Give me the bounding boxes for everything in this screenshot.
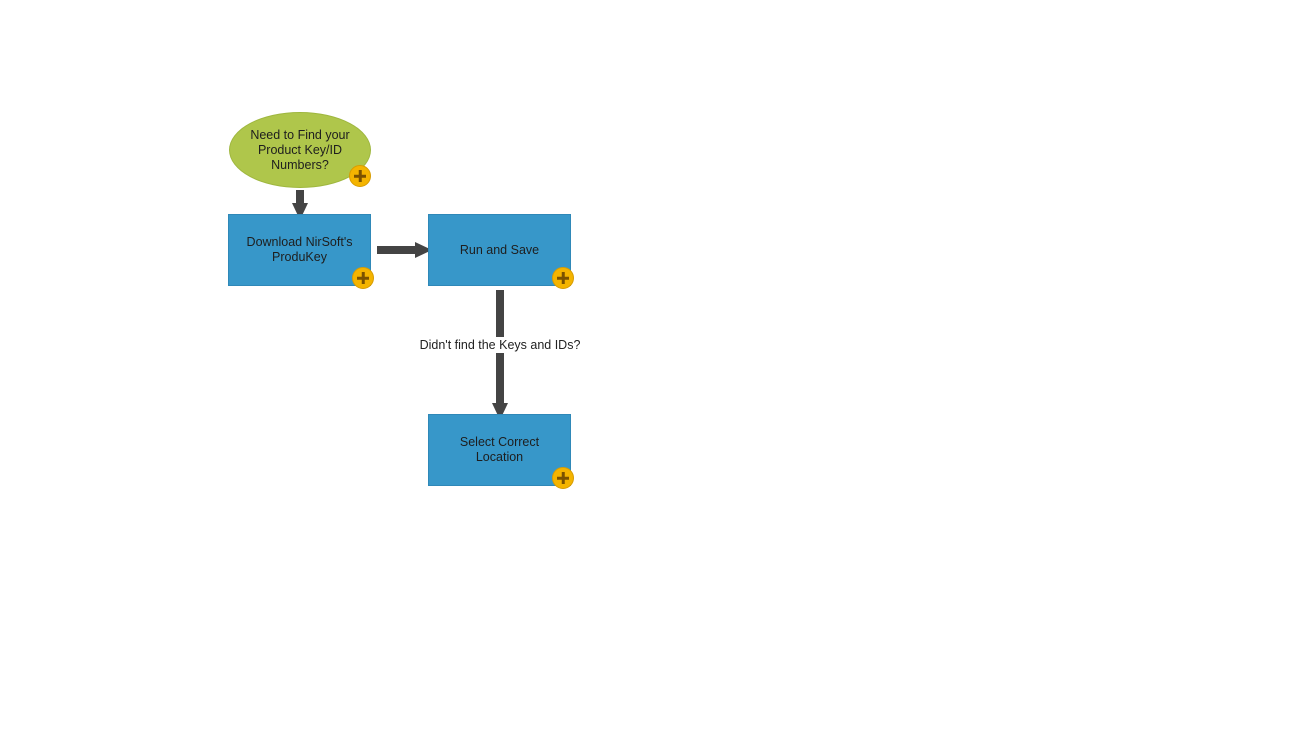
start-node[interactable]: Need to Find your Product Key/ID Numbers… <box>229 112 371 188</box>
edge-label-run-to-select[interactable]: Didn't find the Keys and IDs? <box>400 337 600 353</box>
run-node[interactable]: Run and Save <box>428 214 571 286</box>
download-node-label: Download NirSoft's ProduKey <box>246 235 353 264</box>
connector-start-to-download[interactable] <box>292 190 308 220</box>
connector-download-to-run[interactable] <box>377 242 432 258</box>
run-node-label: Run and Save <box>459 242 540 257</box>
download-node[interactable]: Download NirSoft's ProduKey <box>228 214 371 286</box>
plus-icon[interactable] <box>552 267 574 289</box>
plus-icon[interactable] <box>352 267 374 289</box>
plus-icon[interactable] <box>552 467 574 489</box>
start-node-label: Need to Find your Product Key/ID Numbers… <box>250 127 350 172</box>
select-node[interactable]: Select Correct Location <box>428 414 571 486</box>
select-node-label: Select Correct Location <box>459 435 540 464</box>
connector-run-to-select[interactable] <box>492 290 508 420</box>
plus-icon[interactable] <box>349 165 371 187</box>
